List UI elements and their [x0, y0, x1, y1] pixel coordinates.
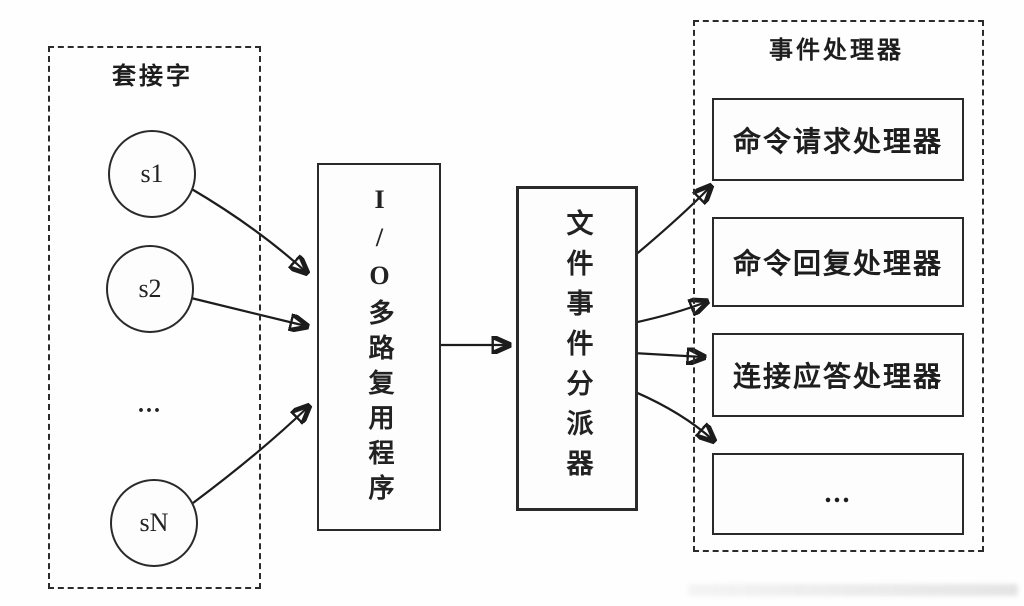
event-handlers-group [693, 20, 984, 552]
io-multiplexer-box: I/O多路复用程序 [317, 163, 441, 531]
socket-node-s1: s1 [108, 130, 196, 218]
handler-box-command-reply-label: 命令回复处理器 [732, 249, 943, 280]
io-multiplexer-label: I/O多路复用程序 [365, 185, 394, 509]
file-event-dispatcher-box: 文件事件分派器 [516, 186, 638, 511]
handler-box-command-reply: 命令回复处理器 [712, 217, 964, 307]
socket-node-s2: s2 [106, 245, 194, 333]
handler-box-connection-accept-label: 连接应答处理器 [732, 362, 943, 393]
handler-box-ellipsis: ... [712, 453, 964, 535]
event-handlers-group-title: 事件处理器 [769, 38, 904, 64]
socket-node-s2-label: s2 [138, 274, 162, 303]
handler-box-command-request: 命令请求处理器 [712, 98, 964, 181]
file-event-dispatcher-label: 文件事件分派器 [562, 208, 593, 489]
sockets-group-title: 套接字 [112, 64, 193, 90]
watermark-smudge [688, 584, 1018, 596]
handler-box-command-request-label: 命令请求处理器 [732, 126, 943, 158]
handler-box-ellipsis-label: ... [824, 478, 852, 509]
socket-node-sN-label: sN [139, 508, 169, 537]
socket-node-s1-label: s1 [140, 159, 164, 188]
sockets-group [48, 46, 261, 589]
handler-box-connection-accept: 连接应答处理器 [712, 333, 964, 417]
sockets-ellipsis: ... [138, 392, 162, 418]
socket-node-sN: sN [110, 479, 198, 567]
